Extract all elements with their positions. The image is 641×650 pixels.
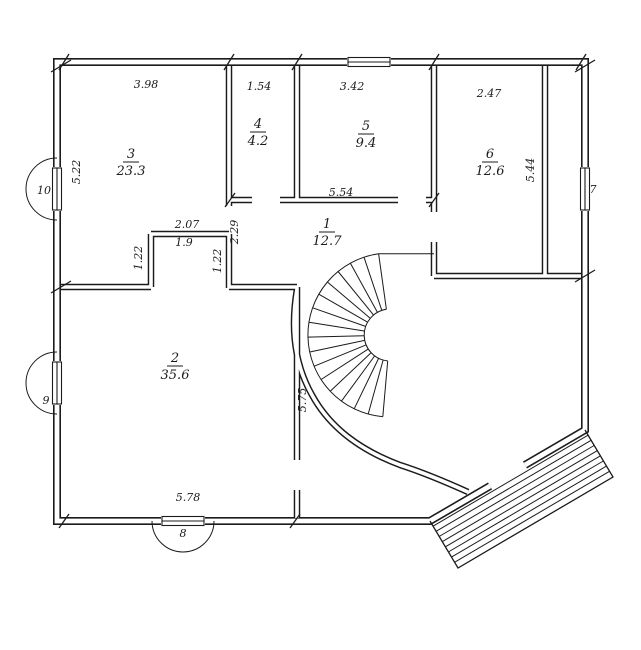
entrance-steps <box>429 429 614 569</box>
room-6-number: 6 <box>486 147 494 162</box>
dim-top-398: 3.98 <box>134 78 159 91</box>
dim-top-154: 1.54 <box>247 80 272 93</box>
dim-alcove-122-right: 1.22 <box>211 249 224 274</box>
dim-alcove-122-left: 1.22 <box>132 246 145 271</box>
dimension-ticks <box>50 53 596 529</box>
room-number-underlines <box>123 131 498 367</box>
room-6-area: 12.6 <box>476 164 505 179</box>
dim-left-522: 5.22 <box>70 160 83 185</box>
room-4-area: 4.2 <box>247 134 269 149</box>
dim-alcove-19: 1.9 <box>175 236 193 249</box>
window-7 <box>579 167 592 211</box>
room-2-number: 2 <box>170 351 179 366</box>
exterior-walls-core <box>54 59 588 524</box>
exterior-walls <box>53 58 589 525</box>
dim-top-342: 3.42 <box>340 80 365 93</box>
room-3-number: 3 <box>127 147 135 162</box>
dim-hall-554: 5.54 <box>329 186 354 199</box>
window-9 <box>25 351 63 415</box>
room-5-number: 5 <box>362 119 370 134</box>
dim-top-247: 2.47 <box>476 87 502 100</box>
room-1-area: 12.7 <box>313 234 343 249</box>
window-top <box>347 56 391 68</box>
interior-walls <box>61 66 581 518</box>
dimension-labels: 3.98 1.54 3.42 2.47 5.22 5.44 5.54 2.29 … <box>70 78 537 504</box>
dim-bottom-578: 5.78 <box>176 491 201 504</box>
window-9-mark: 9 <box>43 394 50 407</box>
window-7-mark: 7 <box>590 183 597 196</box>
room-4-number: 4 <box>253 117 262 132</box>
window-8 <box>151 515 215 553</box>
window-number-marks: 10 9 8 7 <box>37 183 597 540</box>
room-2-area: 35.6 <box>161 368 190 383</box>
window-10-mark: 10 <box>37 184 51 197</box>
dim-alcove-207: 2.07 <box>174 218 200 231</box>
dim-room2-575: 5.75 <box>296 388 309 413</box>
room-5-area: 9.4 <box>356 136 377 151</box>
window-8-arch <box>151 520 215 553</box>
room-labels: 3 23.3 4 4.2 5 9.4 6 12.6 1 12.7 2 35.6 <box>116 117 505 383</box>
spiral-staircase <box>307 253 434 418</box>
dim-hall-229: 2.29 <box>228 220 241 246</box>
window-8-mark: 8 <box>180 527 187 540</box>
dim-right-544: 5.44 <box>524 158 537 183</box>
room-1-number: 1 <box>323 217 331 232</box>
room-3-area: 23.3 <box>116 164 146 179</box>
interior-walls-core <box>61 66 581 518</box>
window-10-arch <box>25 157 58 221</box>
window-10 <box>25 157 63 221</box>
window-9-arch <box>25 351 58 415</box>
